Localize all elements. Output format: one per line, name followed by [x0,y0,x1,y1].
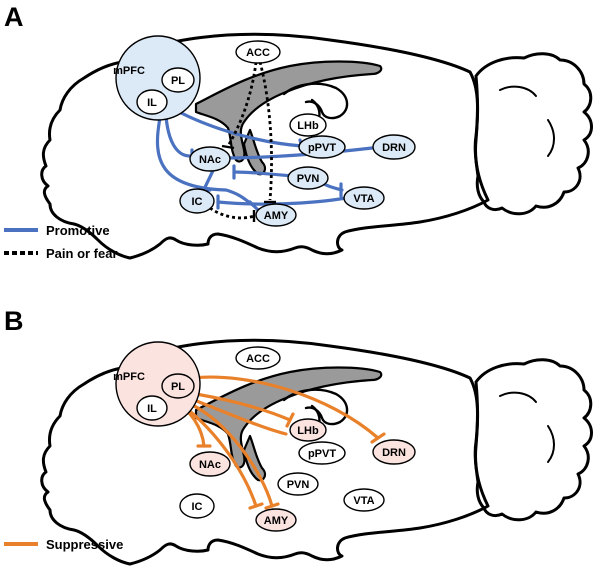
svg-text:pPVT: pPVT [308,142,336,154]
edge-ic-to-amy [209,206,255,220]
region-ic-b: IC [179,493,215,519]
svg-text:PL: PL [171,381,185,393]
svg-text:VTA: VTA [353,193,374,205]
svg-text:PL: PL [171,75,185,87]
svg-text:ACC: ACC [246,47,270,59]
edge-pl-to-drn [190,375,380,440]
svg-text:Pain or fear: Pain or fear [46,246,118,261]
promotive-connections [155,106,374,212]
svg-text:IL: IL [147,97,157,109]
svg-text:Promotive: Promotive [46,223,110,238]
region-pvn-b: PVN [277,472,319,496]
edge-pl-to-amy-inner [184,406,258,508]
svg-text:LHb: LHb [297,120,319,132]
svg-text:IL: IL [147,403,157,415]
region-il: IL [136,89,168,115]
svg-text:AMY: AMY [264,515,289,527]
svg-text:DRN: DRN [382,142,406,154]
edge-pl-to-lhb-lower [192,398,288,436]
region-il-b: IL [136,395,168,421]
region-nac: NAc [189,146,231,172]
region-lhb: LHb [289,113,327,137]
svg-text:IC: IC [192,501,203,513]
svg-text:PVN: PVN [297,173,320,185]
region-amy: AMY [255,203,297,227]
svg-text:IC: IC [192,196,203,208]
edge-il-to-nac [164,114,192,158]
edge-il-to-ppvt [170,106,304,148]
edge-pl-to-amy-inner-bar [248,502,264,510]
edge-pl-to-amy-outer-bar [264,502,280,510]
svg-text:AMY: AMY [264,210,289,222]
region-acc-b: ACC [235,346,281,370]
edge-drn-to-nac [220,146,374,160]
panel-b: B mPFC PL [4,306,593,566]
edge-pvn-to-nac [232,170,294,178]
panel-a-label: A [4,2,24,32]
region-amy-b: AMY [255,508,297,532]
svg-text:NAc: NAc [199,459,221,471]
legend-b: Suppressive [4,537,123,552]
region-pl-b: PL [161,373,195,399]
edge-pl-to-lhb-bar [285,412,295,428]
pain-or-fear-connections [209,61,273,220]
legend-a: Promotive Pain or fear [4,223,118,261]
edge-pl-to-lhb [194,392,292,422]
region-lhb-b: LHb [289,418,327,442]
svg-text:NAc: NAc [199,154,221,166]
svg-text:Suppressive: Suppressive [46,537,123,552]
edge-pl-to-amy-outer [188,402,274,508]
region-acc: ACC [235,40,281,64]
region-ppvt-b: pPVT [298,441,346,465]
region-vta: VTA [343,186,385,210]
legend-item-suppressive: Suppressive [4,537,123,552]
region-drn-b: DRN [372,439,416,465]
svg-text:DRN: DRN [382,447,406,459]
region-ppvt: pPVT [298,135,346,159]
panel-a: A [4,2,593,261]
svg-text:mPFC: mPFC [113,65,145,77]
svg-text:mPFC: mPFC [113,371,145,383]
svg-text:LHb: LHb [297,425,319,437]
region-drn: DRN [372,134,416,160]
legend-item-promotive: Promotive [4,223,110,238]
svg-text:VTA: VTA [353,495,374,507]
svg-text:pPVT: pPVT [308,448,336,460]
edge-acc-to-amy [258,61,273,201]
region-pvn: PVN [287,166,329,190]
region-nac-b: NAc [189,451,231,477]
region-ic: IC [179,188,215,214]
svg-text:ACC: ACC [246,353,270,365]
panel-b-label: B [4,306,24,336]
edge-acc-to-nac [226,61,258,147]
regions-b: mPFC PL IL ACC LHb pPVT [113,341,416,532]
region-pl: PL [161,67,195,93]
regions-a: mPFC PL IL ACC LHb pPVT [113,35,416,227]
edge-pl-to-drn-bar [370,432,386,444]
svg-text:PVN: PVN [287,479,310,491]
region-vta-b: VTA [343,488,385,512]
legend-item-pain-or-fear: Pain or fear [4,246,118,261]
edge-vta-to-ic [216,196,348,206]
pain-or-fear-terminals [221,144,276,222]
